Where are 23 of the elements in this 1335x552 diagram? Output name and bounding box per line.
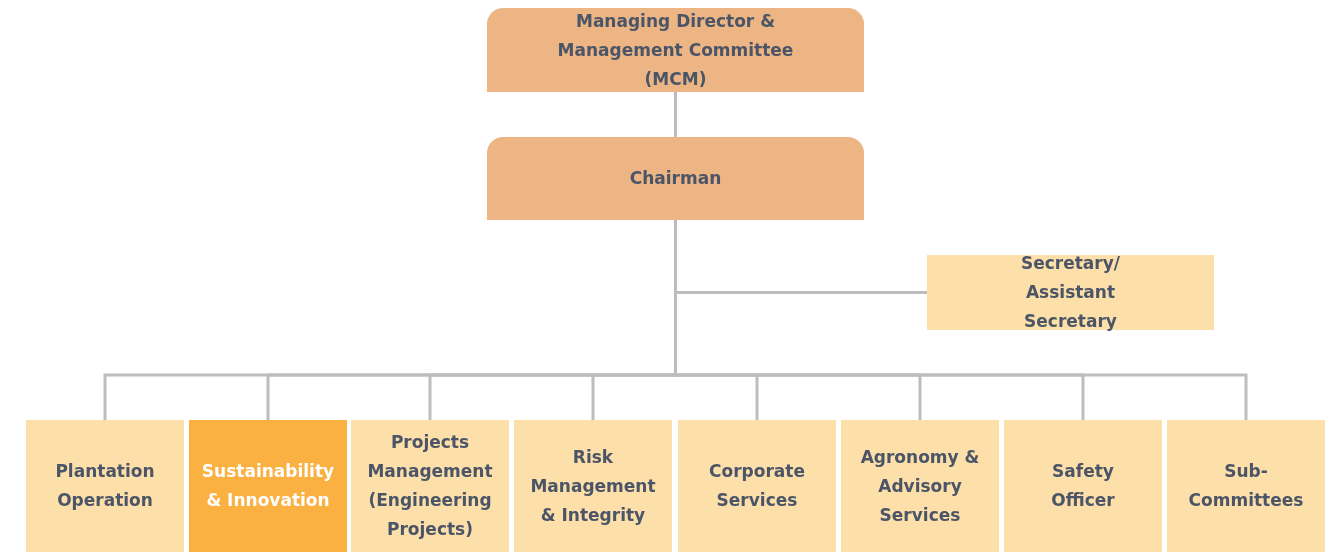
unit-title: Agronomy & Advisory Services: [859, 445, 981, 527]
unit-box: [927, 255, 1214, 330]
unit-title: Sustainability & Innovation: [200, 460, 336, 512]
unit-box: [841, 420, 999, 552]
unit-box: [1167, 420, 1325, 552]
org-box: [487, 137, 864, 220]
unit-title: Projects Management (Engineering Projects): [366, 431, 494, 541]
unit-title: Safety Officer: [1050, 460, 1116, 512]
unit-title: Secretary/ Assistant Secretary: [1019, 252, 1121, 333]
unit-title: Corporate Services: [708, 460, 806, 512]
unit-box: [678, 420, 836, 552]
unit-box: [1004, 420, 1162, 552]
unit-box: [351, 420, 509, 552]
unit-title: Managing Director & Management Committee (MCM): [557, 9, 794, 91]
unit-title: Risk Management & Integrity: [529, 445, 657, 527]
unit-title: Plantation Operation: [54, 460, 156, 512]
unit-title: Sub- Committees: [1187, 460, 1305, 512]
unit-box: [514, 420, 672, 552]
unit-title: Chairman: [629, 167, 722, 190]
org-box: [487, 8, 864, 92]
connector-line: [674, 92, 677, 137]
unit-box: [189, 420, 347, 552]
unit-box: [26, 420, 184, 552]
